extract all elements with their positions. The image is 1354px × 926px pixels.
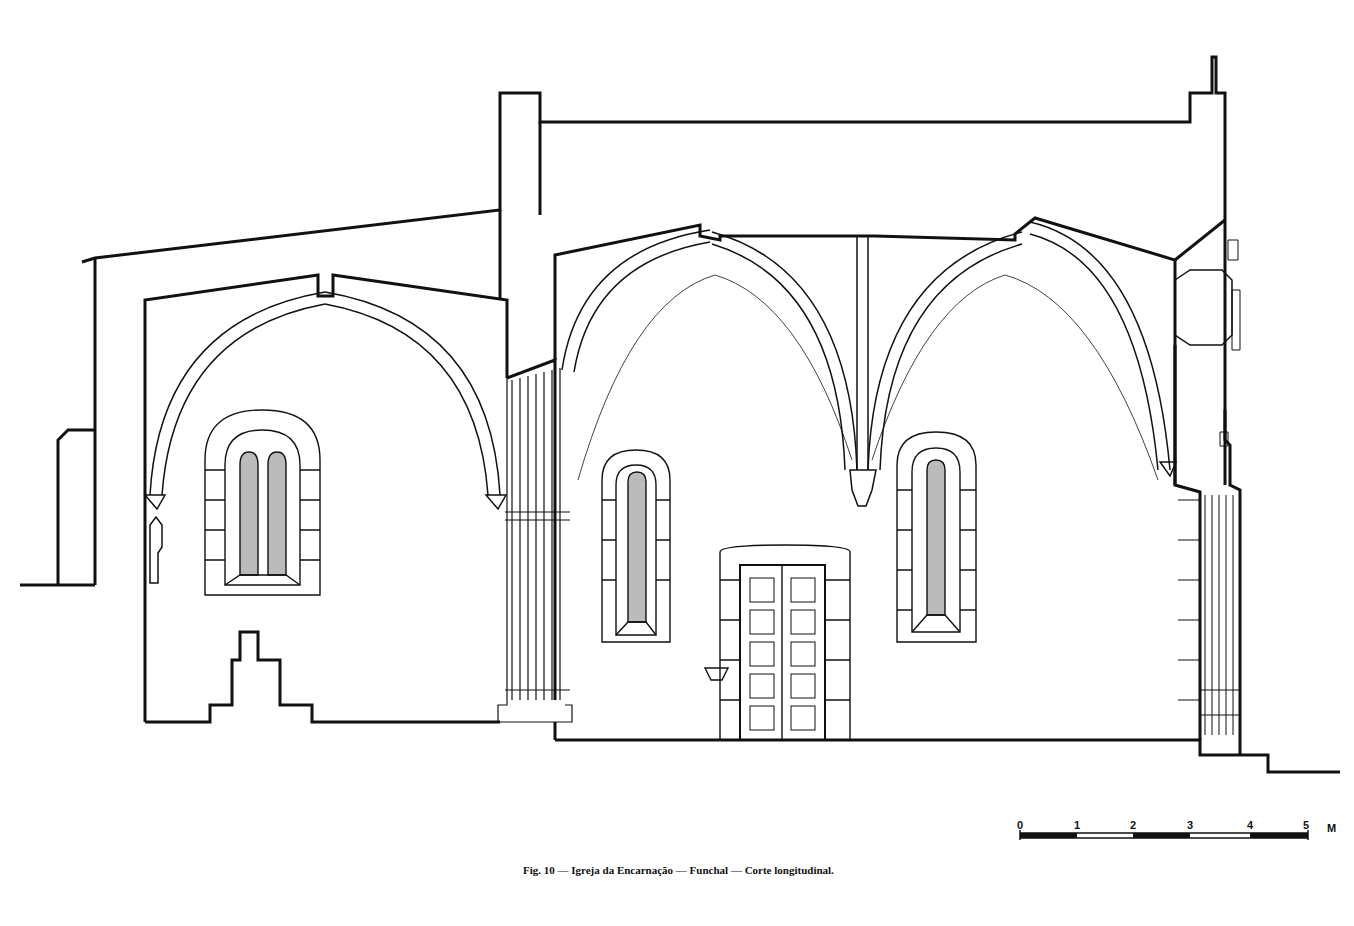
- nave-vault-ribs-part: [868, 232, 1022, 470]
- chancel-window-part: [240, 452, 258, 575]
- nave-outline-part: [555, 740, 1340, 772]
- section-outline-part: [58, 430, 95, 585]
- scale-label: M: [1327, 823, 1336, 834]
- side-door-part-part: [750, 642, 774, 666]
- section-outline-part: [539, 122, 542, 215]
- chancel-arch-column: [498, 360, 572, 722]
- chancel-arch-column-part: [512, 368, 560, 700]
- nave-vault-ribs-part: [712, 232, 857, 470]
- chancel-arch-column-part: [498, 378, 572, 722]
- chancel-outline-part: [145, 632, 500, 722]
- nave-vault-ribs-part: [880, 244, 1022, 470]
- side-door-part-part: [791, 706, 815, 730]
- nave-window-part: [616, 465, 656, 635]
- chancel-vault-ribs-part: [325, 292, 500, 495]
- scale-bar-part: [1133, 833, 1190, 838]
- side-door-part-part: [791, 674, 815, 698]
- nave-outline-part: [554, 722, 557, 740]
- section-outline: [20, 57, 1225, 585]
- portal-shafts-part: [1200, 690, 1240, 715]
- portal-shafts-part: [1220, 432, 1228, 446]
- scale-label: 3: [1187, 820, 1193, 831]
- holy-water-stoup-part: [705, 668, 728, 680]
- figure-caption: Fig. 10 — Igreja da Encarnação — Funchal…: [523, 865, 834, 876]
- facade-section: [1175, 220, 1240, 755]
- holy-water-stoup: [705, 668, 728, 680]
- nave-web-arcs: [578, 275, 1158, 480]
- chancel-window-part: [205, 470, 320, 560]
- nave-vault-ribs-part: [850, 470, 876, 506]
- section-outline-part: [82, 57, 1225, 485]
- chancel-outline: [145, 275, 507, 722]
- side-door: [720, 545, 850, 740]
- scale-label: 2: [1130, 820, 1136, 831]
- nave-window-part: [912, 448, 960, 632]
- chancel-window-part: [268, 452, 286, 575]
- chancel-arch-column-part: [505, 512, 570, 690]
- scale-bar-part: [1020, 833, 1077, 838]
- nave-outline: [555, 218, 1340, 772]
- side-door-part: [781, 565, 782, 740]
- side-door-part-part: [750, 706, 774, 730]
- facade-section-part: [1175, 270, 1232, 345]
- portal-shafts-part: [1178, 500, 1200, 700]
- section-outline-part: [499, 210, 502, 300]
- chancel-vault-ribs-part: [145, 495, 165, 509]
- nave-vault-ribs-part: [712, 244, 845, 470]
- nave-window-part: [897, 432, 976, 642]
- chancel-outline-part: [145, 275, 507, 722]
- scale-label: 5: [1303, 820, 1309, 831]
- nave-web-arcs-part: [872, 275, 1158, 480]
- portal-shafts-part: [1205, 495, 1233, 735]
- nave-window-part: [927, 460, 945, 615]
- scale-bar: [1020, 830, 1308, 840]
- chancel-window-part: [225, 430, 300, 585]
- scale-label: 4: [1247, 820, 1253, 831]
- chancel-vault-ribs-part: [325, 304, 488, 495]
- side-door-part-part: [750, 674, 774, 698]
- facade-section-part: [1175, 345, 1200, 740]
- nave-outline-part: [555, 218, 1175, 485]
- nave-vault-ribs-part: [1030, 222, 1170, 470]
- nave-vault-ribs-part: [562, 230, 710, 370]
- side-door-part-part: [750, 578, 774, 602]
- portal-shafts: [1178, 240, 1240, 735]
- chancel-vault-ribs-part: [486, 495, 506, 509]
- chancel-arch-column-part: [507, 360, 555, 700]
- nave-window-part: [602, 450, 670, 642]
- nave-vault-ribs-part: [1030, 234, 1158, 470]
- scale-bar-part: [1250, 833, 1308, 838]
- chancel-window-part: [225, 575, 300, 585]
- chancel-vault-ribs-part: [150, 517, 162, 583]
- nave-vault-ribs-part: [574, 242, 710, 372]
- side-door-part: [720, 545, 850, 740]
- chancel-window-part: [205, 410, 320, 595]
- side-door-part-part: [791, 610, 815, 634]
- nave-window-part: [616, 622, 656, 635]
- side-door-part-part: [750, 610, 774, 634]
- side-door-part: [740, 565, 825, 740]
- nave-vault-ribs: [562, 222, 1176, 506]
- side-door-part: [750, 578, 815, 730]
- nave-window: [602, 450, 670, 642]
- portal-shafts-part: [1228, 240, 1240, 350]
- chancel-window: [205, 410, 320, 595]
- chancel-vault-ribs-part: [150, 292, 325, 495]
- scale-label: 0: [1017, 820, 1023, 831]
- nave-window: [897, 432, 976, 642]
- side-door-part-part: [791, 578, 815, 602]
- nave-window-part: [628, 472, 646, 622]
- nave-web-arcs-part: [578, 275, 852, 480]
- facade-section-part: [1175, 220, 1225, 260]
- side-door-part-part: [791, 642, 815, 666]
- section-outline-part: [94, 258, 97, 585]
- scale-bar-part: [1020, 830, 1308, 840]
- nave-vault-ribs-part: [857, 236, 868, 470]
- scale-label: 1: [1074, 820, 1080, 831]
- nave-window-part: [912, 615, 960, 632]
- chancel-vault-ribs: [145, 292, 506, 583]
